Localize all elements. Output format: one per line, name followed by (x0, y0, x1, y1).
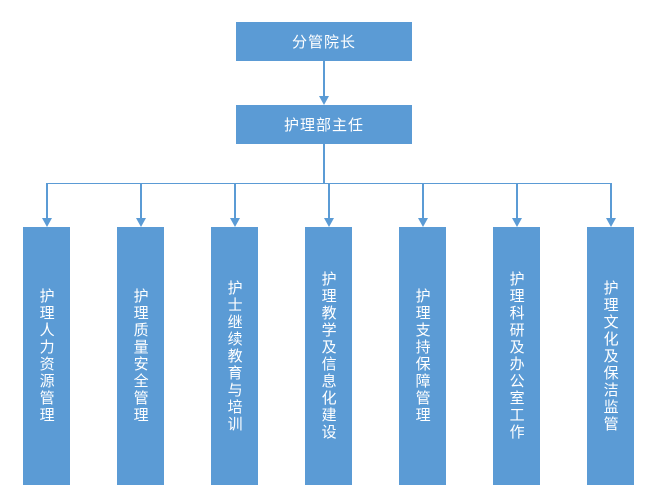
connector-drop-arrow-icon-3 (229, 218, 240, 227)
connector-drop-line-2 (140, 183, 142, 219)
node-level3-label-2: 护理质量安全管理 (131, 288, 150, 424)
connector-level2-to-bus-line (323, 144, 325, 183)
connector-drop-line-4 (328, 183, 330, 219)
node-level3-continuing-education[interactable]: 护士继续教育与培训 (211, 227, 258, 485)
node-level3-label-7: 护理文化及保洁监管 (601, 279, 620, 433)
connector-drop-arrow-icon-4 (323, 218, 334, 227)
connector-level1-to-level2-arrow-icon (319, 96, 329, 105)
connector-drop-arrow-icon-6 (511, 218, 522, 227)
node-level3-label-4: 护理教学及信息化建设 (319, 271, 338, 441)
node-level3-label-1: 护理人力资源管理 (37, 288, 56, 424)
node-level3-human-resources[interactable]: 护理人力资源管理 (23, 227, 70, 485)
connector-level1-to-level2-line (323, 61, 325, 97)
node-level3-teaching-informatization[interactable]: 护理教学及信息化建设 (305, 227, 352, 485)
node-level3-label-5: 护理支持保障管理 (413, 288, 432, 424)
node-level3-research-office[interactable]: 护理科研及办公室工作 (493, 227, 540, 485)
node-level3-label-3: 护士继续教育与培训 (225, 279, 244, 433)
node-level1-label: 分管院长 (291, 33, 356, 51)
node-level3-label-6: 护理科研及办公室工作 (507, 271, 526, 441)
node-level3-quality-safety[interactable]: 护理质量安全管理 (117, 227, 164, 485)
connector-drop-arrow-icon-5 (417, 218, 428, 227)
connector-drop-arrow-icon-7 (605, 218, 616, 227)
connector-drop-line-5 (422, 183, 424, 219)
connector-drop-line-7 (610, 183, 612, 219)
node-level2-label: 护理部主任 (283, 116, 364, 134)
node-level2-nursing-director[interactable]: 护理部主任 (236, 105, 412, 144)
connector-drop-line-1 (46, 183, 48, 219)
node-level1-vice-president[interactable]: 分管院长 (236, 22, 412, 61)
connector-drop-arrow-icon-2 (135, 218, 146, 227)
connector-drop-arrow-icon-1 (41, 218, 52, 227)
connector-drop-line-3 (234, 183, 236, 219)
connector-drop-line-6 (516, 183, 518, 219)
node-level3-culture-cleaning[interactable]: 护理文化及保洁监管 (587, 227, 634, 485)
node-level3-support-assurance[interactable]: 护理支持保障管理 (399, 227, 446, 485)
